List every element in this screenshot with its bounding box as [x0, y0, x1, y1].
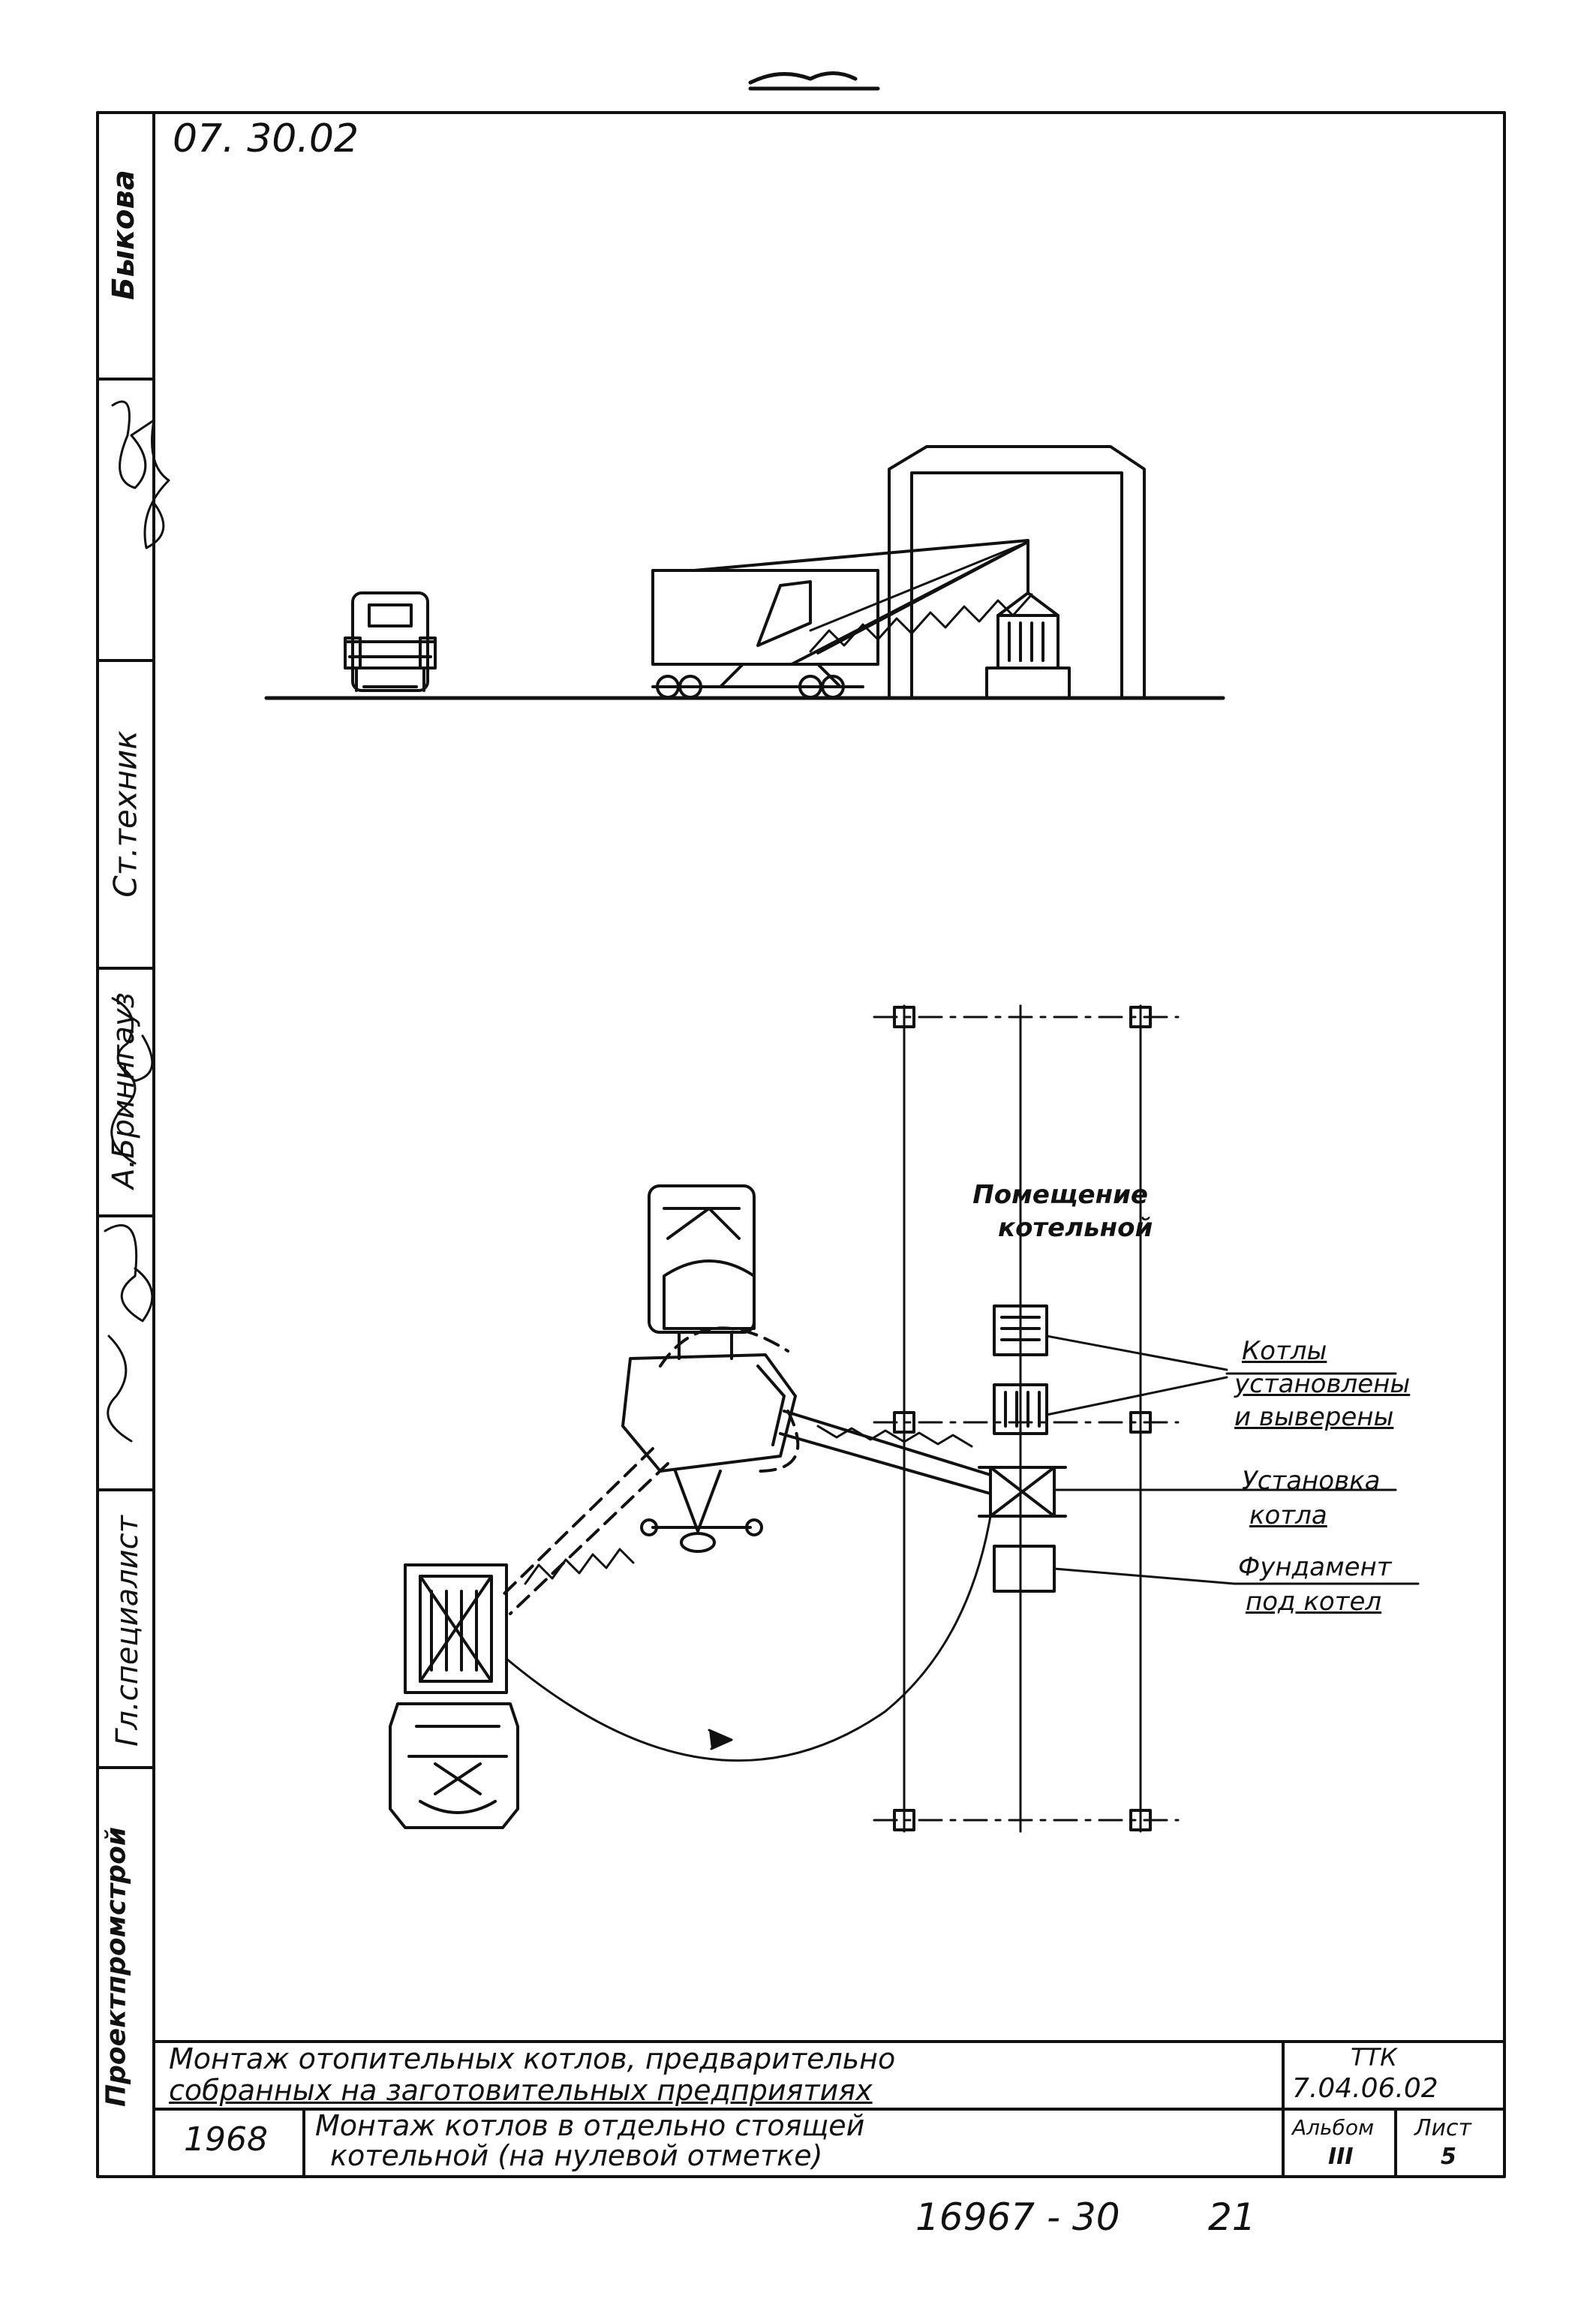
label-room-line1: Помещение [972, 1180, 1148, 1210]
foundation [993, 1545, 1056, 1593]
label-boilers-line2: установлены [1234, 1369, 1411, 1399]
album-label: Альбом [1292, 2115, 1375, 2140]
label-room-line2: котельной [998, 1213, 1153, 1243]
doc-type: ТТК [1351, 2043, 1397, 2072]
side-stamp-name2: Быкова [107, 170, 141, 300]
title-block-grid [152, 2040, 1506, 2178]
label-foundation-line1: Фундамент [1238, 1552, 1392, 1582]
label-boilers: Котлы установлены и выверены [1234, 1335, 1410, 1434]
truck-plan [389, 1563, 519, 1829]
main-title: Монтаж отопительных котлов, предваритель… [169, 2043, 895, 2106]
elevation-view [264, 445, 1225, 700]
footer-number: 16967 - 30 [915, 2195, 1120, 2239]
sheet-title-line1: Монтаж котлов в отдельно стоящей [315, 2109, 865, 2142]
list-label: Лист [1414, 2115, 1472, 2141]
plan-view [389, 1004, 1420, 1833]
label-foundation-line2: под котел [1246, 1587, 1382, 1617]
boiler-house-elevation [888, 445, 1146, 700]
label-room: Помещение котельной [968, 1178, 1153, 1244]
travel-arrow [708, 1729, 733, 1750]
year: 1968 [184, 2120, 268, 2159]
footer-page: 21 [1208, 2195, 1256, 2239]
main-title-line2: собранных на заготовительных предприятия… [169, 2074, 873, 2107]
boiler-installing [978, 1466, 1067, 1518]
truck-front-elevation [344, 591, 437, 692]
columns [893, 1006, 1152, 1831]
label-install: Установка котла [1242, 1464, 1381, 1533]
side-stamp-spec: Гл.специалист [110, 1515, 145, 1747]
label-boilers-line1: Котлы [1242, 1336, 1327, 1366]
boiler-elevation [985, 614, 1071, 700]
travel-arc [505, 1515, 992, 1762]
side-stamp-role2: Ст.техник [107, 730, 144, 898]
sheet-code: 07. 30.02 [173, 116, 359, 161]
sheet-title: Монтаж котлов в отдельно стоящей котельн… [315, 2111, 864, 2171]
sheet-frame [96, 111, 1506, 2178]
sheet-title-line2: котельной (на нулевой отметке) [330, 2139, 823, 2172]
doc-number: 7.04.06.02 [1292, 2073, 1438, 2104]
leader-lines [1045, 1335, 1420, 1585]
list-value: 5 [1441, 2144, 1456, 2170]
main-title-line1: Монтаж отопительных котлов, предваритель… [169, 2042, 896, 2075]
label-foundation: Фундамент под котел [1238, 1550, 1392, 1619]
installed-boilers [993, 1304, 1048, 1435]
side-stamp-org: Проектпромстрой [101, 1826, 132, 2108]
axis-grid [873, 1004, 1180, 1833]
label-install-line2: котла [1249, 1500, 1327, 1530]
album-value: III [1328, 2144, 1354, 2170]
signature-scribbles [104, 71, 880, 1443]
label-install-line1: Установка [1242, 1466, 1381, 1496]
label-boilers-line3: и выверены [1234, 1402, 1394, 1432]
side-stamp-name1: А.Бриннгауз [107, 992, 141, 1189]
crane-plan [497, 1184, 992, 1615]
